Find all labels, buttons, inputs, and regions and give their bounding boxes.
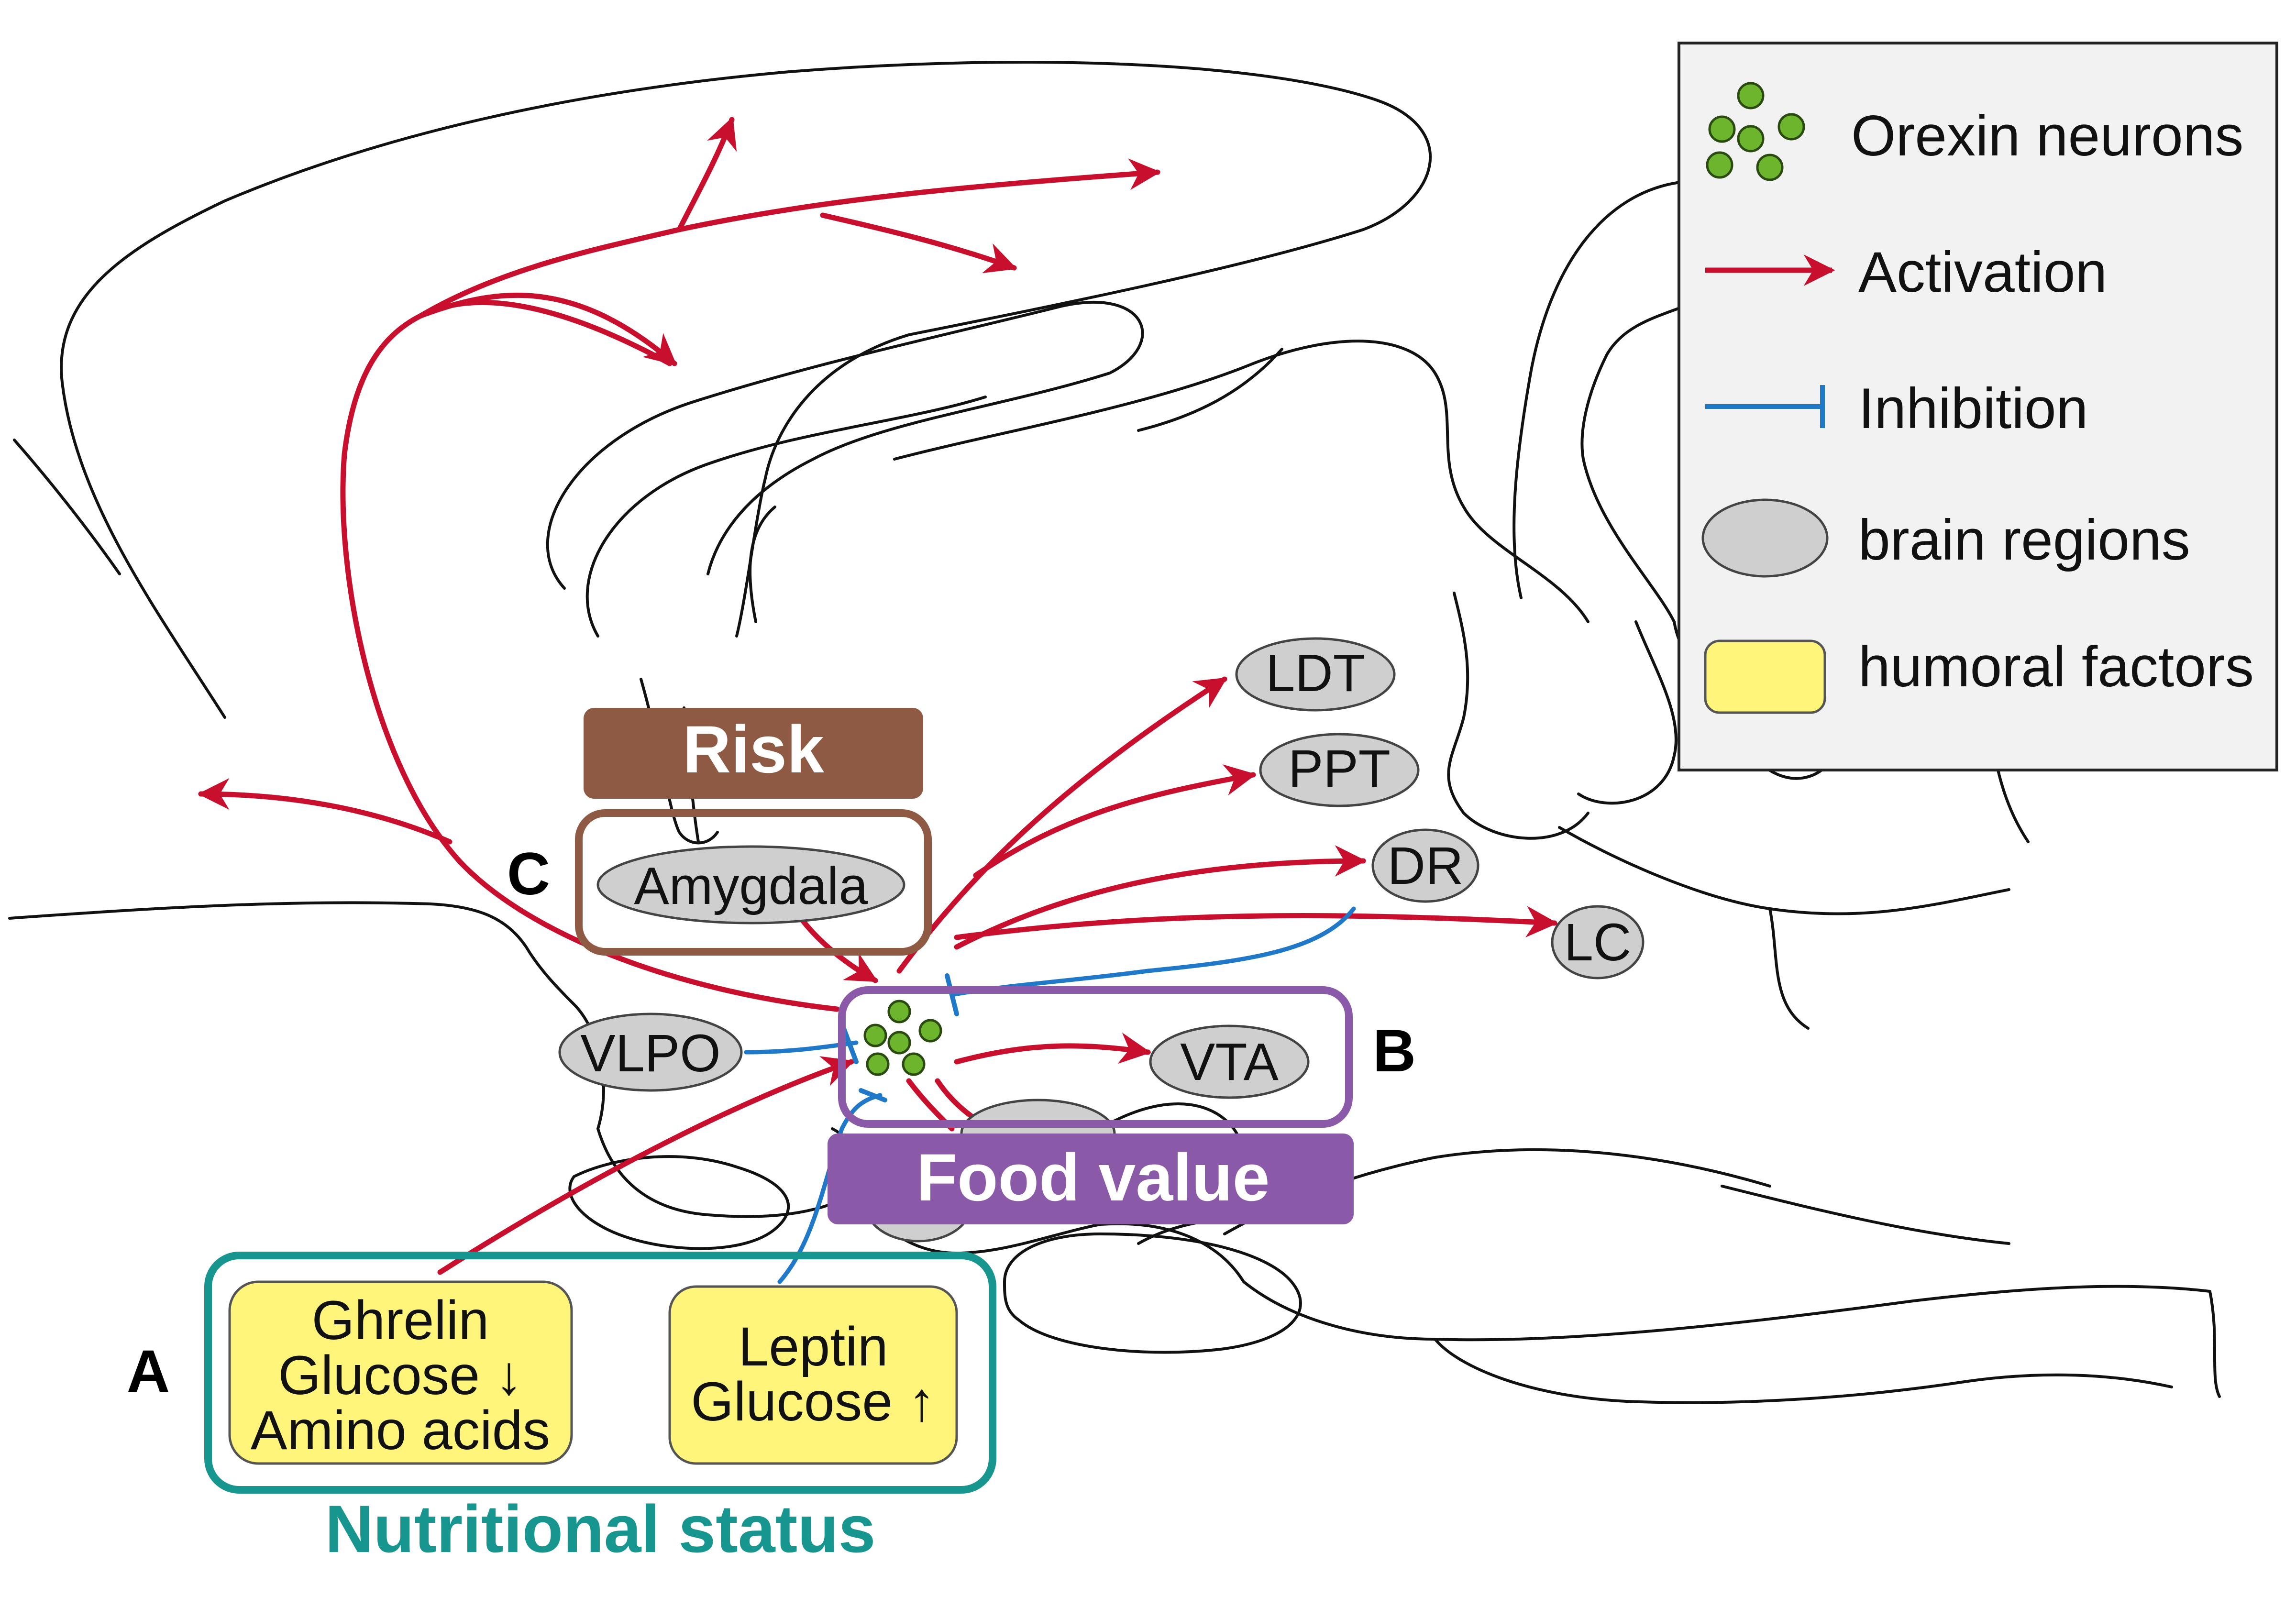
humoral-amino-acids: Amino acids	[251, 1400, 550, 1461]
arrow-cortex-branch-1	[418, 292, 677, 366]
humoral-glucose-high: Glucose ↑	[691, 1371, 935, 1432]
region-ldt: LDT	[1235, 637, 1396, 712]
arrow-cortex-branch-3	[676, 158, 1161, 232]
legend-orexin-icon	[1706, 82, 1805, 181]
orexin-cluster	[863, 1000, 942, 1076]
region-vta: VTA	[1149, 1024, 1310, 1099]
arrow-ghrelin-orexin	[437, 1056, 855, 1275]
region-ppt-label: PPT	[1288, 739, 1391, 798]
region-lc: LC	[1551, 905, 1645, 980]
arrow-to-ppt	[973, 764, 1257, 878]
label-a: A	[127, 1338, 170, 1405]
legend-humoral-label: humoral factors	[1858, 635, 2254, 699]
arrow-to-dr	[954, 845, 1367, 950]
arrow-cortex-branch-4	[820, 212, 1017, 274]
region-amygdala: Amygdala	[596, 845, 905, 925]
risk-label: Risk	[683, 712, 824, 787]
legend-inhibition-label: Inhibition	[1858, 376, 2088, 440]
region-amygdala-label: Amygdala	[634, 857, 868, 915]
region-vlpo-label: VLPO	[580, 1024, 720, 1083]
amygdala-frame	[575, 809, 932, 956]
arrow-to-vta	[954, 1032, 1151, 1065]
region-dr-label: DR	[1388, 837, 1464, 895]
humoral-leptin: Leptin	[738, 1316, 888, 1377]
region-ppt: PPT	[1259, 733, 1420, 807]
food-value-label: Food value	[916, 1140, 1270, 1215]
food-value-frame	[838, 986, 1353, 1128]
humoral-box-left: Ghrelin Glucose ↓ Amino acids	[228, 1280, 573, 1465]
legend-regions-label: brain regions	[1858, 508, 2190, 572]
label-b: B	[1373, 1018, 1416, 1084]
humoral-ghrelin: Ghrelin	[312, 1290, 489, 1351]
arrow-to-ldt	[896, 676, 1227, 974]
label-c: C	[507, 841, 550, 907]
region-lc-label: LC	[1564, 913, 1632, 972]
risk-box: Risk	[584, 708, 923, 799]
arrow-to-lc	[954, 906, 1558, 940]
legend-activation-label: Activation	[1858, 240, 2107, 304]
legend: Orexin neurons Activation Inhibition bra…	[1678, 42, 2278, 771]
region-vlpo: VLPO	[558, 1013, 743, 1092]
humoral-glucose-low: Glucose ↓	[278, 1345, 522, 1406]
humoral-box-right: Leptin Glucose ↑	[668, 1285, 958, 1465]
nutritional-frame	[204, 1252, 996, 1494]
legend-humoral-icon	[1704, 639, 1826, 714]
arrow-cortex-branch-2	[418, 116, 737, 319]
food-value-box: Food value	[828, 1134, 1354, 1224]
legend-region-icon	[1701, 498, 1829, 578]
legend-orexin-label: Orexin neurons	[1851, 104, 2243, 168]
region-ldt-label: LDT	[1266, 644, 1365, 703]
region-dr: DR	[1371, 828, 1479, 903]
arrow-to-cortex-front	[198, 778, 453, 845]
region-vta-label: VTA	[1180, 1033, 1279, 1091]
nutritional-status-label: Nutritional status	[325, 1491, 875, 1566]
activation-arrows	[198, 116, 1558, 1275]
